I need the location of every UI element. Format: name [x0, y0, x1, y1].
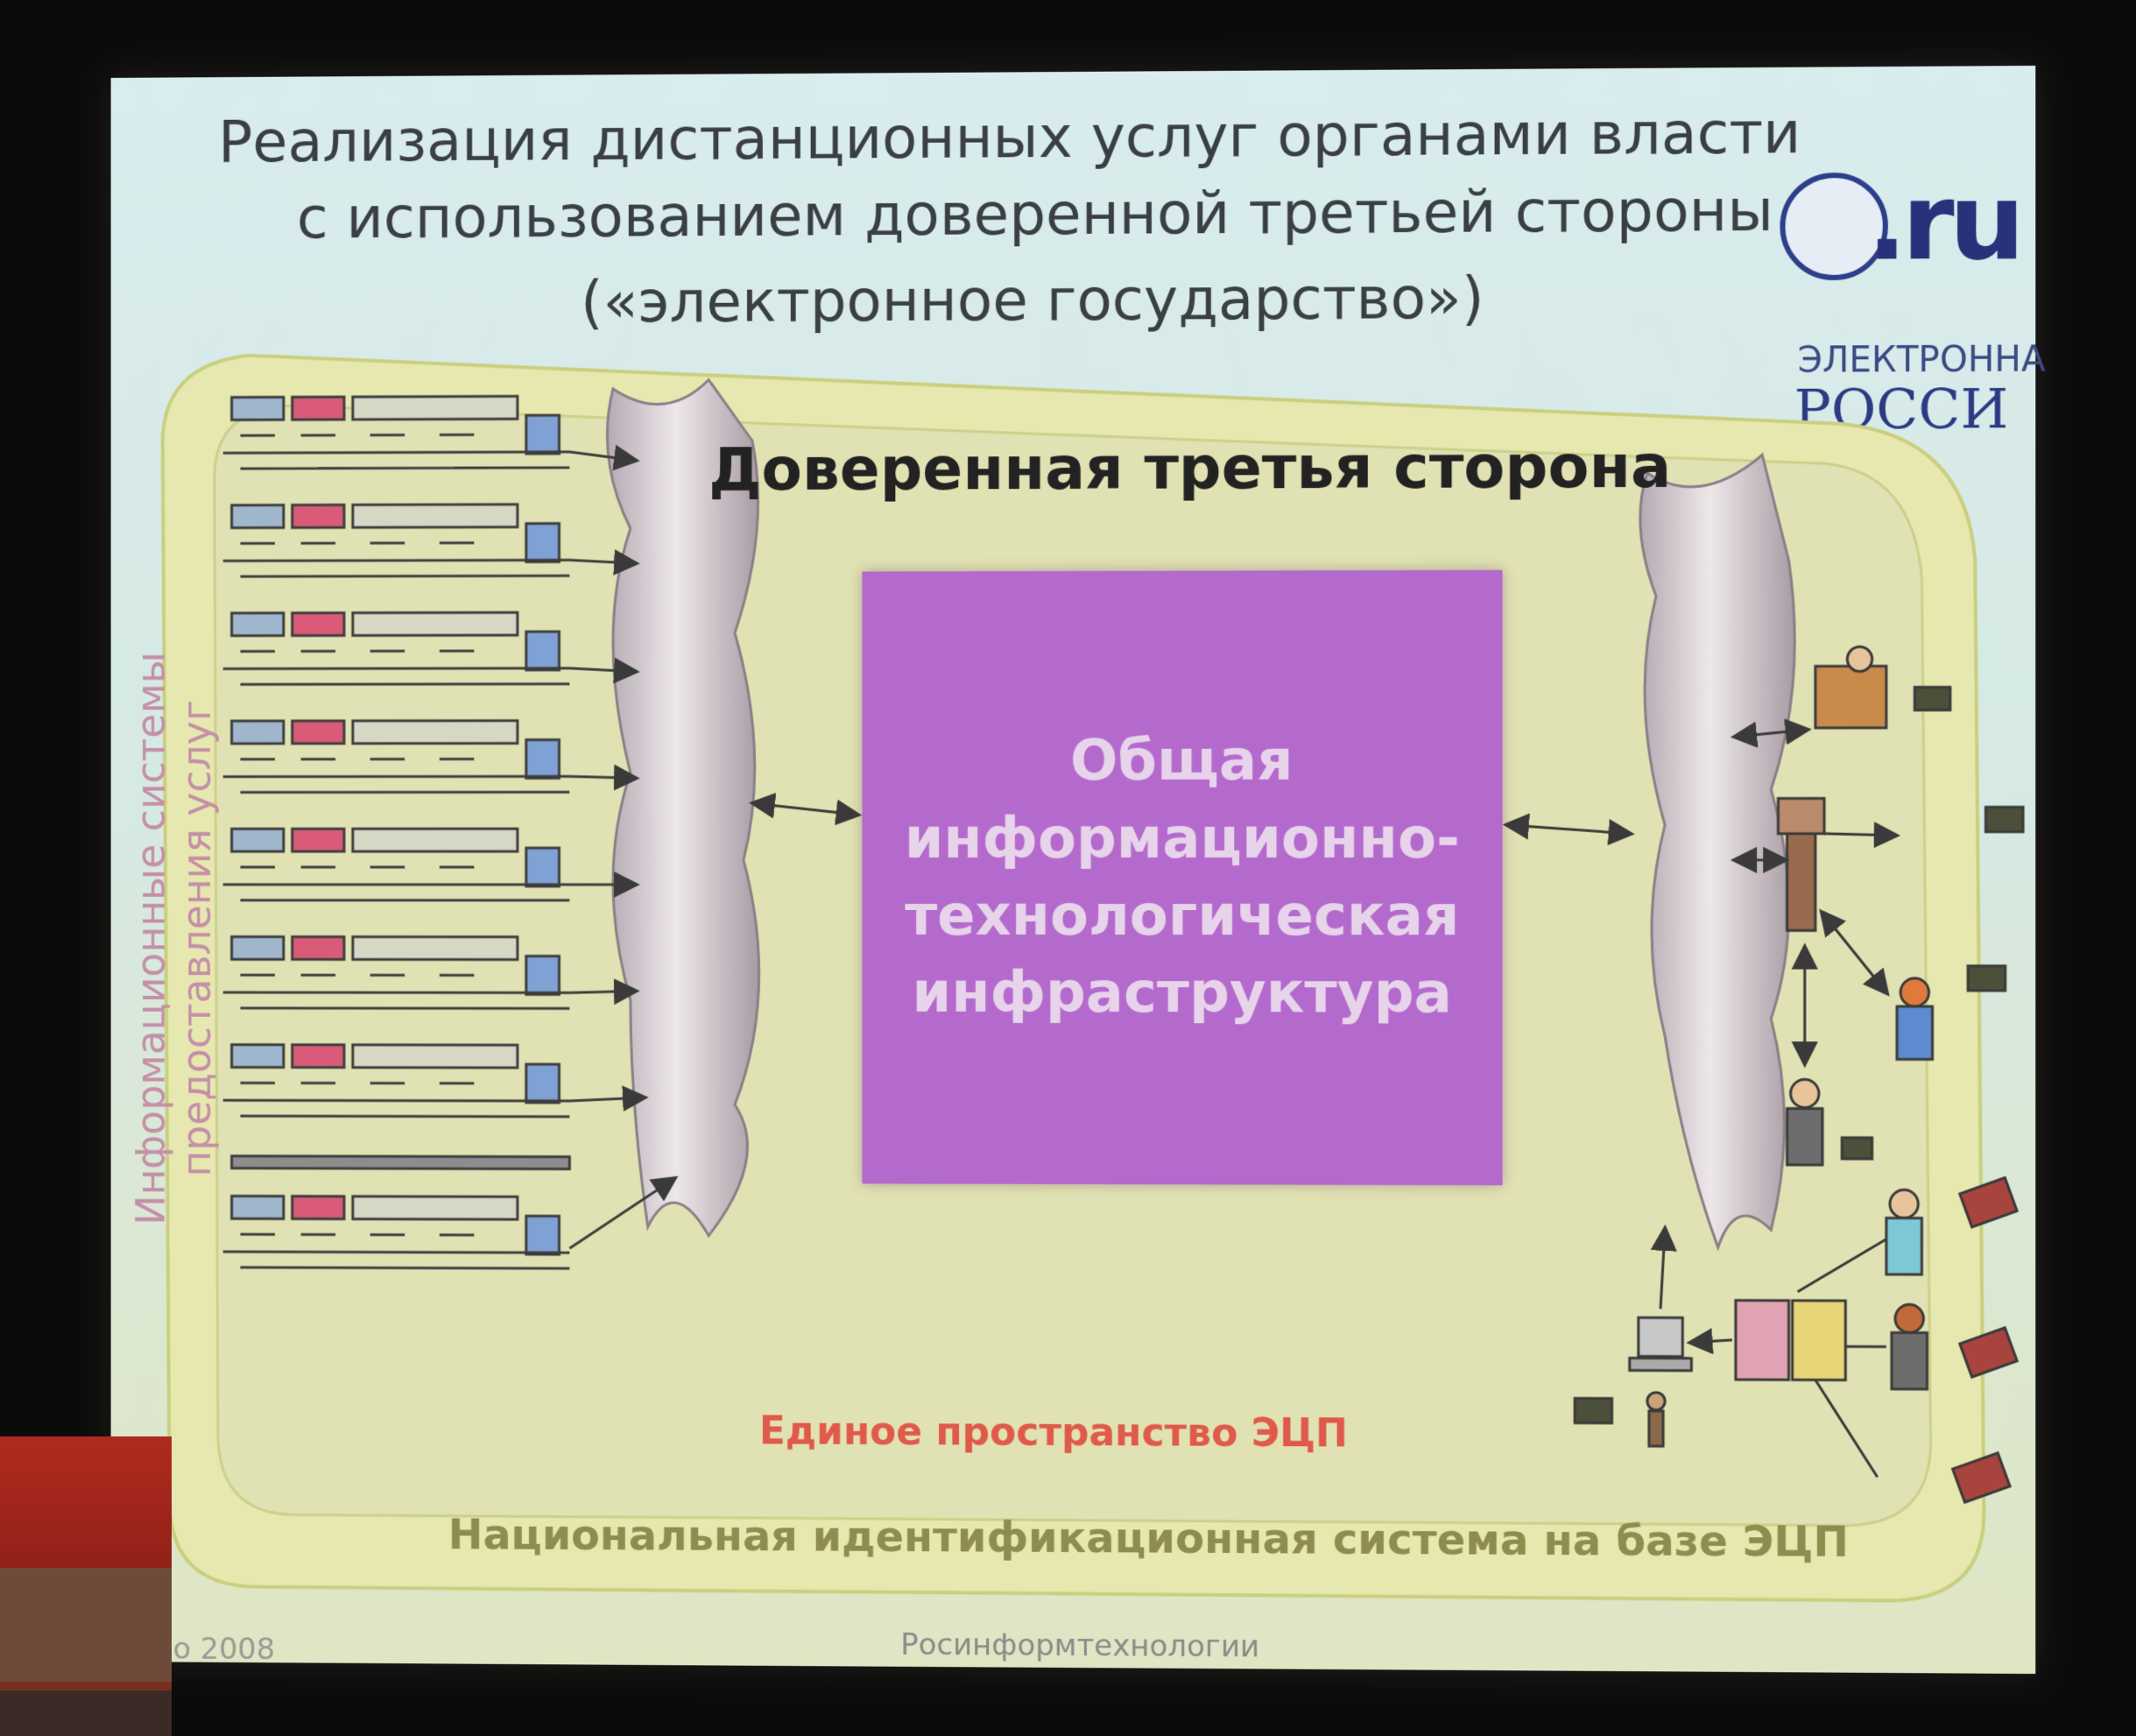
service-row-5 — [223, 829, 635, 900]
arrow-kiosk-right — [1824, 834, 1895, 836]
service-systems-column — [223, 396, 674, 1269]
trusted-party-scroll-right — [1640, 455, 1794, 1247]
infrastructure-box: Общая информационно- технологическая инф… — [862, 569, 1503, 1186]
arrow-infra-to-scroll — [1508, 825, 1630, 834]
infrastructure-line-2: информационно- — [904, 806, 1460, 872]
logo-line-1: ЭЛЕКТРОННА — [1797, 339, 2046, 381]
service-systems-label: Информационные системы предоставления ус… — [127, 652, 220, 1225]
logo-line-2: РОССИ — [1794, 376, 2009, 442]
smart-card-icon-2 — [1968, 966, 2006, 991]
person-icon-4 — [1892, 1304, 1928, 1389]
kiosk-icon — [1778, 799, 1824, 931]
arrow-scroll-to-infra — [754, 803, 857, 815]
person-icon-3 — [1886, 1189, 1922, 1274]
slide-footer: Росинформтехнологии — [900, 1627, 1260, 1665]
trusted-party-scroll-left — [607, 379, 758, 1236]
arrow-clerk — [1736, 730, 1807, 737]
infrastructure-line-4: инфраструктура — [912, 961, 1452, 1027]
infrastructure-line-1: Общая — [1069, 729, 1294, 794]
person-icon-2 — [1787, 1079, 1872, 1165]
service-row-7 — [223, 1045, 644, 1117]
national-id-label: Национальная идентификационная система н… — [448, 1510, 1849, 1567]
user-icons — [1575, 646, 2023, 1502]
computer-icon — [1630, 1317, 1692, 1446]
service-row-4 — [223, 721, 635, 793]
slide-title-line-2: с использованием доверенной третьей стор… — [296, 176, 1773, 252]
infrastructure-line-3: технологическая — [905, 883, 1460, 949]
service-row-2 — [223, 504, 635, 576]
arrow-computer-up — [1660, 1230, 1665, 1309]
passport-icon-3 — [1953, 1453, 2010, 1503]
slide-year: о 2008 — [173, 1631, 276, 1668]
ecp-space-label: Единое пространство ЭЦП — [758, 1408, 1349, 1457]
document-panel-icon — [1736, 1301, 1845, 1380]
service-row-6 — [223, 936, 635, 1008]
slide-title-line-1: Реализация дистанционных услуг органами … — [218, 98, 1801, 176]
book-cover-corner — [0, 1436, 172, 1736]
clerk-at-desk-icon — [1815, 646, 1950, 728]
e-russia-logo: .ru ЭЛЕКТРОННА РОССИ — [1771, 160, 2046, 446]
slide-title-line-3: («электронное государство») — [581, 264, 1484, 336]
logo-domain: .ru — [1866, 160, 2020, 285]
smart-card-icon-1 — [1985, 807, 2023, 831]
infrastructure-label: Общая информационно- технологическая инф… — [905, 723, 1460, 1033]
passport-icon-1 — [1960, 1177, 2017, 1227]
passport-icon-2 — [1960, 1328, 2017, 1378]
service-row-8 — [223, 1156, 674, 1269]
service-row-1 — [223, 396, 635, 469]
trusted-party-label: Доверенная третья сторона — [708, 432, 1672, 505]
book-cover-bottom — [0, 1690, 172, 1736]
service-row-3 — [223, 612, 635, 684]
person-icon-1 — [1897, 978, 1933, 1060]
projected-slide: Реализация дистанционных услуг органами … — [111, 66, 2036, 1674]
book-cover-photo — [0, 1568, 172, 1682]
arrow-kiosk-person — [1822, 913, 1886, 992]
arrow-docs-to-computer — [1691, 1340, 1731, 1343]
smart-card-icon-3 — [1575, 1398, 1611, 1422]
